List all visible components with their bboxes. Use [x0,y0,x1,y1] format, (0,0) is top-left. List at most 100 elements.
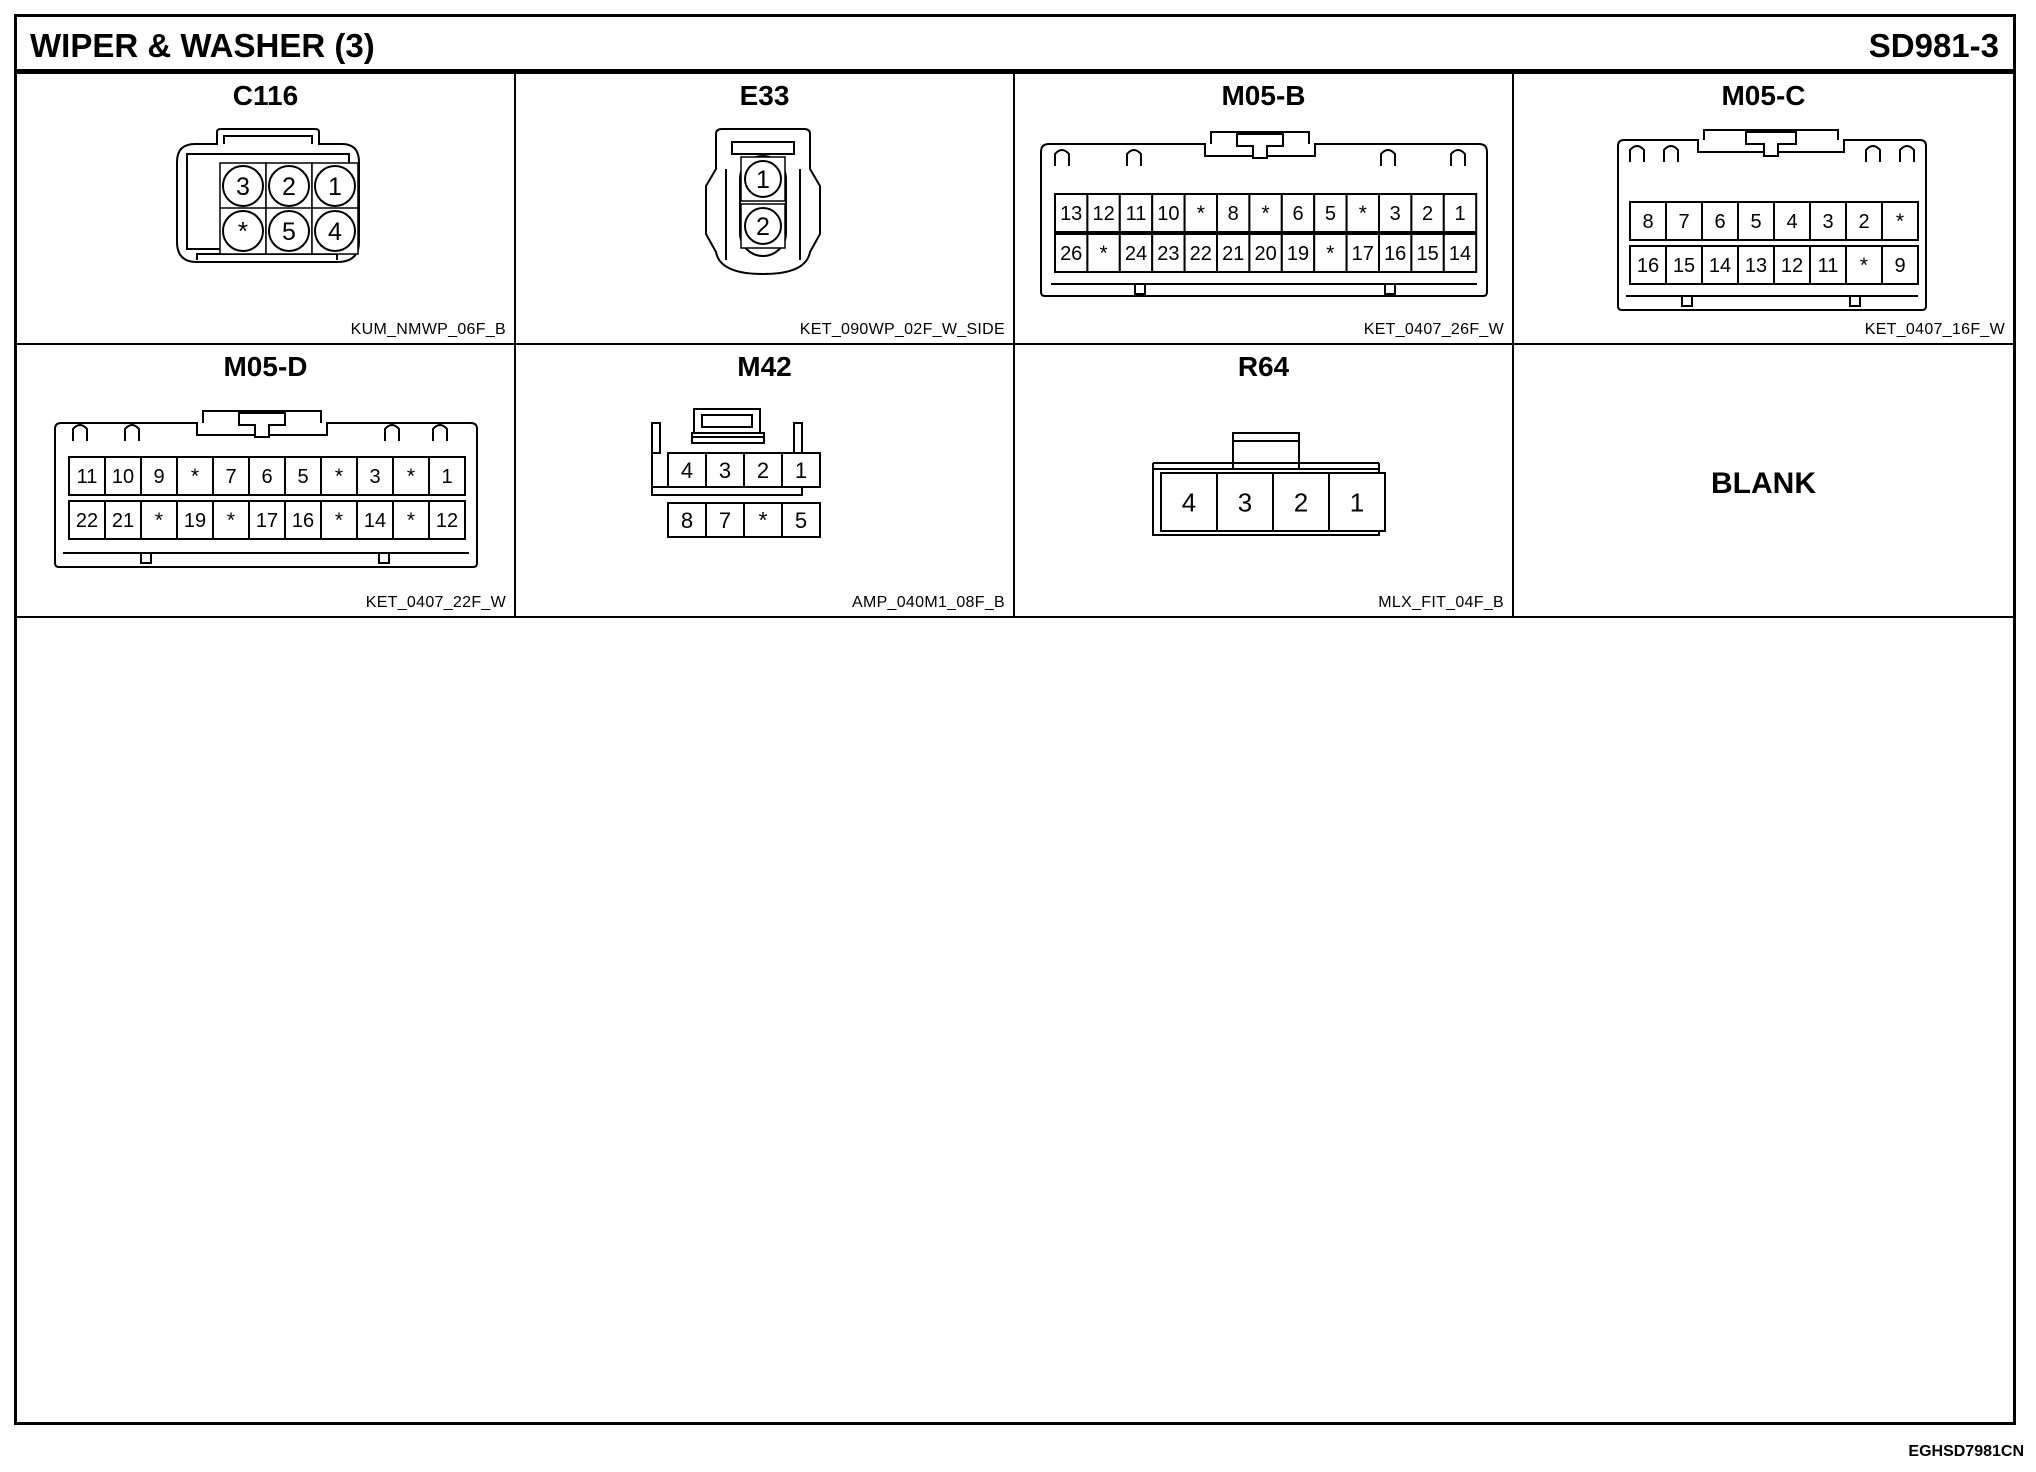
pin-label: 11 [77,466,98,488]
pin-3: 3 [1809,201,1847,241]
pin-label: 22 [76,510,98,532]
pin-label: * [1326,242,1334,265]
pin-8: 8 [1216,193,1251,233]
pin-label: 2 [1294,487,1308,517]
pin-label: * [1100,242,1108,265]
pin-16: 16 [1378,233,1413,273]
connector-name: M05-D [223,351,308,382]
pin-7: 7 [212,456,250,496]
pin-label: * [407,509,415,532]
pin-label: 13 [1060,203,1082,225]
pin-label: 13 [1745,255,1767,277]
pin-label: 4 [681,458,693,483]
pin-label: 6 [1292,203,1303,225]
pin-9: 9 [140,456,178,496]
pin-23: 23 [1151,233,1186,273]
pin-label: 1 [441,466,452,488]
pin-5: 5 [265,207,313,255]
pin-label: 4 [1786,211,1797,233]
pin-unused: * [392,500,430,540]
pin-label: 16 [292,510,314,532]
pin-20: 20 [1248,233,1283,273]
pin-4: 4 [1773,201,1811,241]
pin-label: 5 [1750,211,1761,233]
pin-label: 12 [436,510,458,532]
connector-part-number: KET_0407_16F_W [1864,321,2005,338]
pin-2: 2 [265,162,313,210]
footer-code: EGHSD7981CN [1908,1443,2024,1460]
pin-10: 10 [1151,193,1186,233]
pin-label: 11 [1126,203,1147,225]
pin-label: 10 [1157,203,1179,225]
pin-label: 21 [1222,243,1244,265]
pin-unused: * [392,456,430,496]
pin-label: 4 [328,218,342,246]
pin-16: 16 [1629,245,1667,285]
pin-11: 11 [1118,193,1154,233]
pin-label: 10 [112,466,134,488]
pin-15: 15 [1665,245,1703,285]
pin-7: 7 [1665,201,1703,241]
pin-5: 5 [781,502,821,538]
pin-1: 1 [1328,472,1386,532]
connector-part-number: KET_090WP_02F_W_SIDE [799,321,1005,338]
pin-label: 1 [795,458,807,483]
pin-label: 11 [1818,255,1839,277]
header: WIPER & WASHER (3) SD981-3 [17,17,2013,74]
connector-part-number: MLX_FIT_04F_B [1378,594,1504,611]
pin-3: 3 [1216,472,1274,532]
connector-name: E33 [739,80,790,111]
blank-label: BLANK [1711,467,1816,500]
pin-2: 2 [1410,193,1445,233]
connector-part-number: KUM_NMWP_06F_B [350,321,506,338]
pin-label: 8 [1228,203,1239,225]
connector-part-number: KET_0407_26F_W [1363,321,1504,338]
pin-label: 26 [1060,243,1082,265]
pin-1: 1 [311,162,359,210]
pin-label: 3 [369,466,380,488]
pin-unused: * [320,500,358,540]
pin-12: 12 [1086,193,1121,233]
pin-unused: * [1845,245,1883,285]
pin-label: 23 [1157,243,1179,265]
pin-8: 8 [667,502,707,538]
pin-label: 9 [153,466,164,488]
pin-unused: * [176,456,214,496]
pin-label: 4 [1182,487,1196,517]
pin-label: 17 [1352,243,1374,265]
pin-label: * [335,465,343,488]
connector-name: R64 [1237,351,1290,382]
pin-11: 11 [1809,245,1847,285]
pin-label: * [1896,210,1904,233]
pin-unused: * [743,502,783,538]
connector-name: M05-B [1221,80,1306,111]
pin-1: 1 [1442,193,1478,233]
pin-21: 21 [1216,233,1251,273]
pin-10: 10 [104,456,142,496]
pin-22: 22 [1183,233,1219,273]
connector-e33-drawing: 12 [705,128,821,276]
pin-17: 17 [1345,233,1381,273]
pin-label: 16 [1637,255,1659,277]
pin-14: 14 [356,500,394,540]
pin-4: 4 [311,207,359,255]
pin-label: 5 [282,218,296,246]
connector-name: C116 [232,80,299,111]
pin-label: 21 [112,510,134,532]
pin-label: 24 [1125,243,1147,265]
pin-label: 1 [756,166,770,194]
pin-label: 7 [719,508,731,533]
pin-label: 17 [256,510,278,532]
pin-1: 1 [781,452,821,488]
pin-3: 3 [356,456,394,496]
pin-label: 2 [282,173,296,201]
